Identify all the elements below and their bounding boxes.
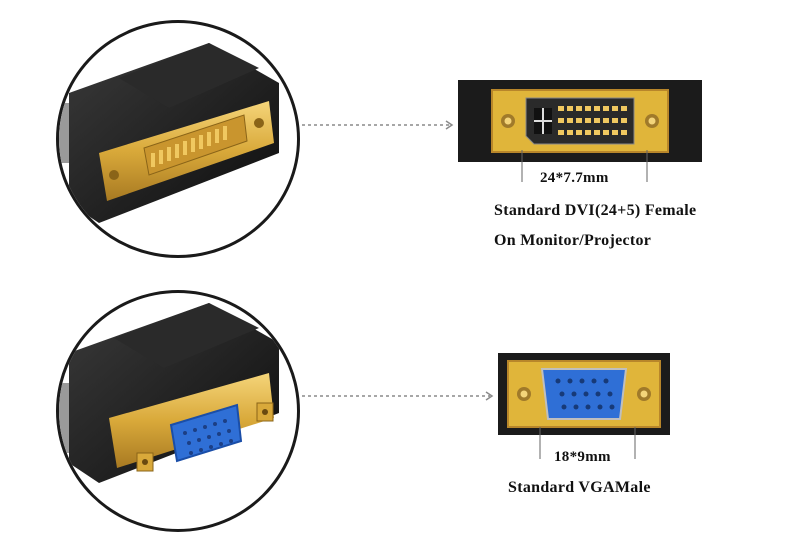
vga-adapter-image [59,303,279,483]
dvi-female-panel [458,80,702,162]
dvi-adapter-image [59,43,279,223]
vga-dotted-arrow [302,391,494,401]
vga-dimension-bracket [539,427,636,459]
dvi-title-line1: Standard DVI(24+5) Female [494,202,697,219]
dvi-dotted-arrow [302,120,454,130]
dvi-port-image [491,89,669,153]
dvi-adapter-photo [56,20,300,258]
dvi-title-line2: On Monitor/Projector [494,232,652,249]
vga-male-panel [498,353,670,435]
vga-dimension-label: 18*9mm [554,449,611,465]
dvi-dimension-label: 24*7.7mm [540,170,609,186]
vga-port-image [507,360,661,428]
dvi-dimension-bracket [521,150,648,182]
vga-adapter-photo [56,290,300,532]
vga-title: Standard VGAMale [508,479,651,496]
